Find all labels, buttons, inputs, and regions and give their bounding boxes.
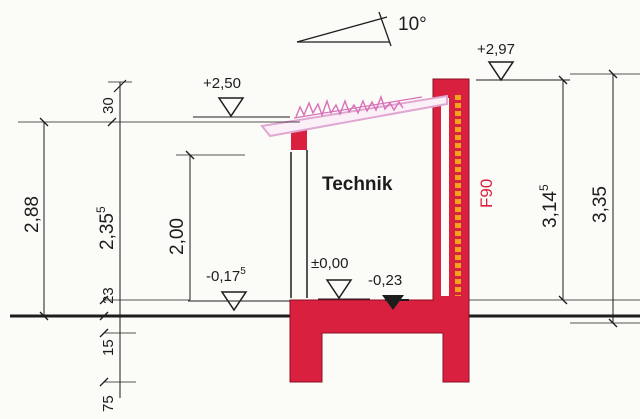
svg-text:3,145: 3,145 (537, 184, 561, 228)
svg-text:-0,175: -0,175 (206, 266, 246, 285)
dimensions-right: 3,145 3,35 (469, 69, 640, 328)
building-section (289, 78, 470, 383)
level-top-wall-label: +2,97 (477, 41, 515, 58)
dim-roof-band: 30 (100, 97, 117, 114)
green-roof-vegetation (295, 94, 404, 118)
concrete-wall-and-foundation (289, 78, 470, 383)
dim-foundation: 75 (100, 395, 117, 412)
roof-slope-indicator: 10° (296, 11, 427, 47)
level-top-roof: +2,50 (193, 75, 290, 118)
dimensions-left: 2,88 30 2,355 23 15 75 2,00 (18, 79, 300, 412)
dim-total-height-left: 2,88 (22, 196, 43, 233)
level-markers: +2,97 +2,50 -0,175 ±0,00 -0,23 (188, 41, 570, 312)
roof (260, 94, 448, 138)
fire-rating-label: F90 (477, 179, 496, 208)
level-pit: -0,23 (368, 272, 404, 310)
dim-door-height: 2,00 (167, 218, 188, 255)
dim-inner-height-sup: 5 (94, 206, 108, 213)
level-top-wall: +2,97 (476, 41, 570, 82)
level-outside-ground: -0,175 (188, 266, 290, 312)
room-label: Technik (322, 174, 393, 195)
level-outside-ground-label: -0,17 (206, 268, 240, 285)
level-pit-label: -0,23 (368, 272, 402, 289)
dim-wall-height: 3,14 (540, 191, 561, 228)
dim-slab: 15 (100, 339, 117, 356)
level-floor-label: ±0,00 (311, 255, 348, 272)
level-outside-ground-sup: 5 (240, 266, 246, 277)
level-floor: ±0,00 (311, 255, 370, 300)
roof-slab (260, 94, 448, 138)
dim-base-band: 23 (100, 287, 117, 304)
dim-wall-height-sup: 5 (537, 184, 551, 191)
wall-cavity (441, 98, 449, 296)
dim-total-height-right: 3,35 (590, 186, 611, 223)
roof-support-post (291, 128, 307, 150)
vegetation-base (293, 96, 423, 119)
roof-slope-label: 10° (398, 14, 427, 35)
level-top-roof-label: +2,50 (203, 75, 241, 92)
pit-triangle (382, 295, 404, 310)
svg-text:2,355: 2,355 (94, 206, 118, 250)
dim-inner-height: 2,35 (97, 213, 118, 250)
